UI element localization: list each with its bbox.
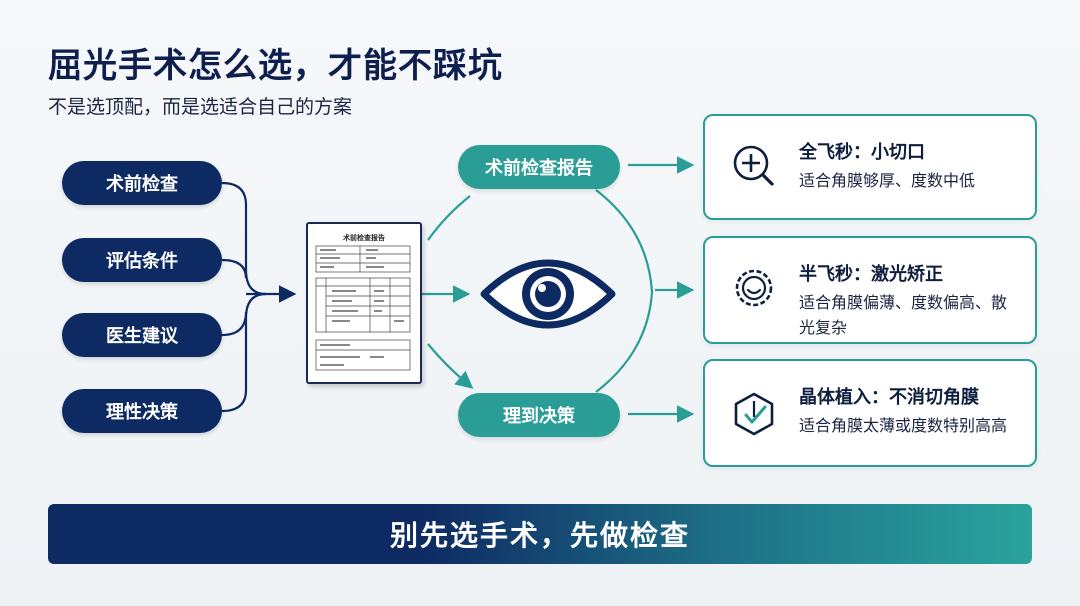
step-pill-decision: 理性决策 [62,389,222,433]
bottom-banner: 别先选手术，先做检查 [48,504,1032,564]
option-card-icl: 晶体植入：不消切角膜 适合角膜太薄或度数特别高高 [703,359,1037,467]
option-desc: 适合角膜偏薄、度数偏高、散光复杂 [799,293,1008,337]
steps-bracket [221,181,297,413]
step-pill-assess: 评估条件 [62,238,222,282]
option-card-half-femto: 半飞秒：激光矫正 适合角膜偏薄、度数偏高、散光复杂 [703,236,1037,344]
option-card-full-femto: 全飞秒：小切口 适合角膜够厚、度数中低 [703,114,1037,220]
magnifier-plus-icon [733,145,774,186]
page-title: 屈光手术怎么选，才能不踩坑 [48,46,503,86]
report-document-title: 术前检查报告 [343,234,385,242]
circle-face-icon [735,269,773,307]
page-subtitle: 不是选顶配，而是选适合自己的方案 [48,96,353,118]
report-document: 术前检查报告 [306,222,422,384]
center-pill-decision: 理到决策 [458,393,620,437]
report-table-lines [315,245,411,371]
option-desc: 适合角膜够厚、度数中低 [799,171,976,190]
hexagon-check-icon [734,392,774,436]
center-pill-report: 术前检查报告 [458,145,620,189]
teal-connectors [420,156,695,423]
option-title: 半飞秒：激光矫正 [799,264,943,285]
eye-icon [480,259,616,329]
option-desc: 适合角膜太薄或度数特别高高 [799,416,1008,435]
option-title: 全飞秒：小切口 [799,142,925,163]
step-pill-pre-exam: 术前检查 [62,161,222,205]
option-title: 晶体植入：不消切角膜 [799,387,979,408]
step-pill-doctor-advice: 医生建议 [62,313,222,357]
